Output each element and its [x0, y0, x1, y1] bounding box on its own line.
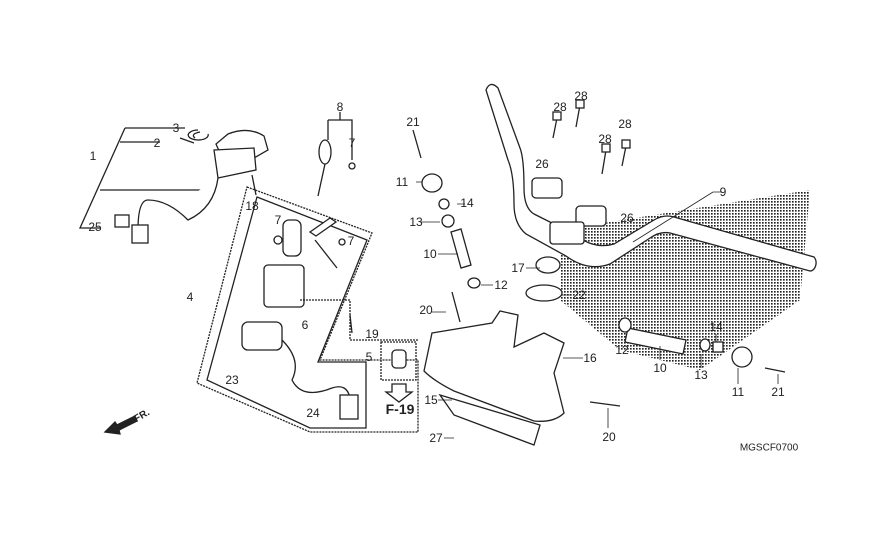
part-label: 1: [89, 149, 97, 163]
bolts-28: [552, 99, 631, 175]
part-label: 2: [153, 136, 161, 150]
part-label: 14: [709, 320, 723, 334]
part-label: 14: [460, 196, 474, 210]
reference-arrow: [384, 383, 414, 403]
part-label: 6: [301, 318, 309, 332]
part-label: 16: [583, 351, 597, 365]
top-bridge: [423, 256, 621, 446]
part-label: 12: [615, 343, 629, 357]
part-label: 21: [771, 385, 785, 399]
part-label: 20: [419, 303, 433, 317]
part-label: 21: [406, 115, 420, 129]
part-label: 25: [88, 220, 102, 234]
part-label: 18: [245, 199, 259, 213]
part-label: 10: [653, 361, 667, 375]
part-label: 15: [424, 393, 438, 407]
part-label: 24: [306, 406, 320, 420]
lock-set-outline: [196, 186, 419, 433]
part-label: 3: [172, 121, 180, 135]
part-label: 8: [336, 100, 344, 114]
part-label: 28: [598, 132, 612, 146]
reference-label: F-19: [385, 401, 415, 417]
front-arrow-icon: [103, 415, 138, 435]
bar-end-left: [412, 129, 481, 323]
part-label: 27: [429, 431, 443, 445]
part-label: 28: [618, 117, 632, 131]
handlebar-holders: [531, 177, 607, 245]
part-label: 13: [409, 215, 423, 229]
part-label: 26: [535, 157, 549, 171]
part-label: 17: [511, 261, 525, 275]
part-label: 13: [694, 368, 708, 382]
bar-end-right: [618, 317, 786, 373]
part-label: 23: [225, 373, 239, 387]
handlebar: [485, 83, 817, 272]
part-label: 28: [574, 89, 588, 103]
switch-body: [114, 129, 269, 244]
part-label: 7: [347, 234, 355, 248]
part-label: 22: [572, 288, 586, 302]
ignition-switch-assembly-bracket: [78, 127, 215, 229]
part-label: 11: [731, 385, 745, 399]
part-label: 4: [186, 290, 194, 304]
part-label: 7: [348, 136, 356, 150]
part-label: 10: [423, 247, 437, 261]
bolt-18: [251, 174, 257, 196]
part-label: 26: [620, 211, 634, 225]
diagram-code: MGSCF0700: [739, 442, 799, 454]
ignition-switch: [241, 217, 359, 420]
part-label: 11: [395, 175, 409, 189]
part-label: 9: [719, 185, 727, 199]
part-label: 5: [365, 350, 373, 364]
part-label: 7: [274, 213, 282, 227]
part-label: 20: [602, 430, 616, 444]
keys: [317, 112, 356, 197]
leader-lines: [416, 181, 779, 439]
part-label: 12: [494, 278, 508, 292]
part-label: 19: [365, 327, 379, 341]
part-label: 28: [553, 100, 567, 114]
